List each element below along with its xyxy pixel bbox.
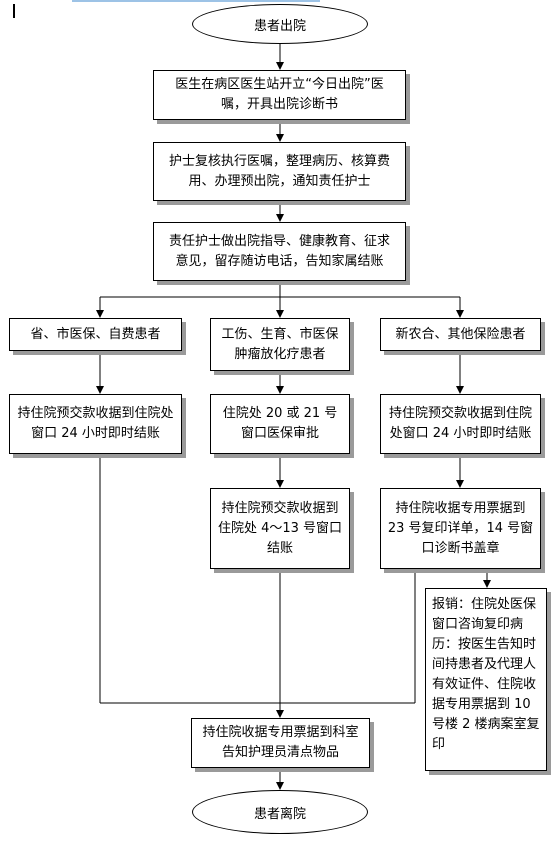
middle-branch-category-text: 工伤、生育、市医保肿瘤放化疗患者 [221,326,339,362]
step-responsible-nurse: 责任护士做出院指导、健康教育、征求意见，留存随访电话，告知家属结账 [153,222,406,281]
right-branch-reimbursement-note-text: 报销：住院处医保窗口咨询复印病历：按医生告知时间持患者及代理人有效证件、住院收据… [432,597,540,752]
right-branch-copy-details: 持住院收据专用票据到 23 号复印详单，14 号窗口诊断书盖章 [380,488,541,569]
start-node: 患者出院 [192,4,368,44]
end-label: 患者离院 [253,806,306,822]
merge-step-checkout-items: 持住院收据专用票据到科室告知护理员清点物品 [191,718,370,768]
left-branch-category: 省、市医保、自费患者 [9,318,182,351]
merge-step-checkout-items-text: 持住院收据专用票据到科室告知护理员清点物品 [202,725,359,760]
selection-bar [72,0,320,2]
middle-branch-settlement-text: 持住院预交款收据到住院处 4～13 号窗口结账 [217,500,343,556]
step-doctor-orders: 医生在病区医生站开立“今日出院”医嘱，开具出院诊断书 [153,70,406,120]
left-branch-category-text: 省、市医保、自费患者 [30,326,161,342]
middle-branch-approval-text: 住院处 20 或 21 号窗口医保审批 [222,406,338,441]
left-branch-settlement: 持住院预交款收据到住院处窗口 24 小时即时结账 [9,394,182,454]
step-nurse-review-text: 护士复核执行医嘱，整理病历、核算费用、办理预出院，通知责任护士 [168,153,390,189]
right-branch-settlement-text: 持住院预交款收据到住院处窗口 24 小时即时结账 [388,406,532,441]
middle-branch-category: 工伤、生育、市医保肿瘤放化疗患者 [210,318,350,371]
step-doctor-orders-text: 医生在病区医生站开立“今日出院”医嘱，开具出院诊断书 [175,77,384,112]
middle-branch-approval: 住院处 20 或 21 号窗口医保审批 [210,394,350,454]
right-branch-category: 新农合、其他保险患者 [380,318,541,351]
step-responsible-nurse-text: 责任护士做出院指导、健康教育、征求意见，留存随访电话，告知家属结账 [168,233,390,269]
right-branch-category-text: 新农合、其他保险患者 [395,326,526,342]
middle-branch-settlement: 持住院预交款收据到住院处 4～13 号窗口结账 [210,488,350,569]
right-branch-copy-details-text: 持住院收据专用票据到 23 号复印详单，14 号窗口诊断书盖章 [387,500,534,556]
step-nurse-review: 护士复核执行医嘱，整理病历、核算费用、办理预出院，通知责任护士 [153,142,406,201]
right-branch-settlement: 持住院预交款收据到住院处窗口 24 小时即时结账 [380,394,541,454]
left-branch-settlement-text: 持住院预交款收据到住院处窗口 24 小时即时结账 [17,406,174,441]
end-node: 患者离院 [192,790,368,834]
right-branch-reimbursement-note: 报销：住院处医保窗口咨询复印病历：按医生告知时间持患者及代理人有效证件、住院收据… [425,588,547,771]
start-label: 患者出院 [253,18,306,34]
text-cursor [13,4,15,18]
